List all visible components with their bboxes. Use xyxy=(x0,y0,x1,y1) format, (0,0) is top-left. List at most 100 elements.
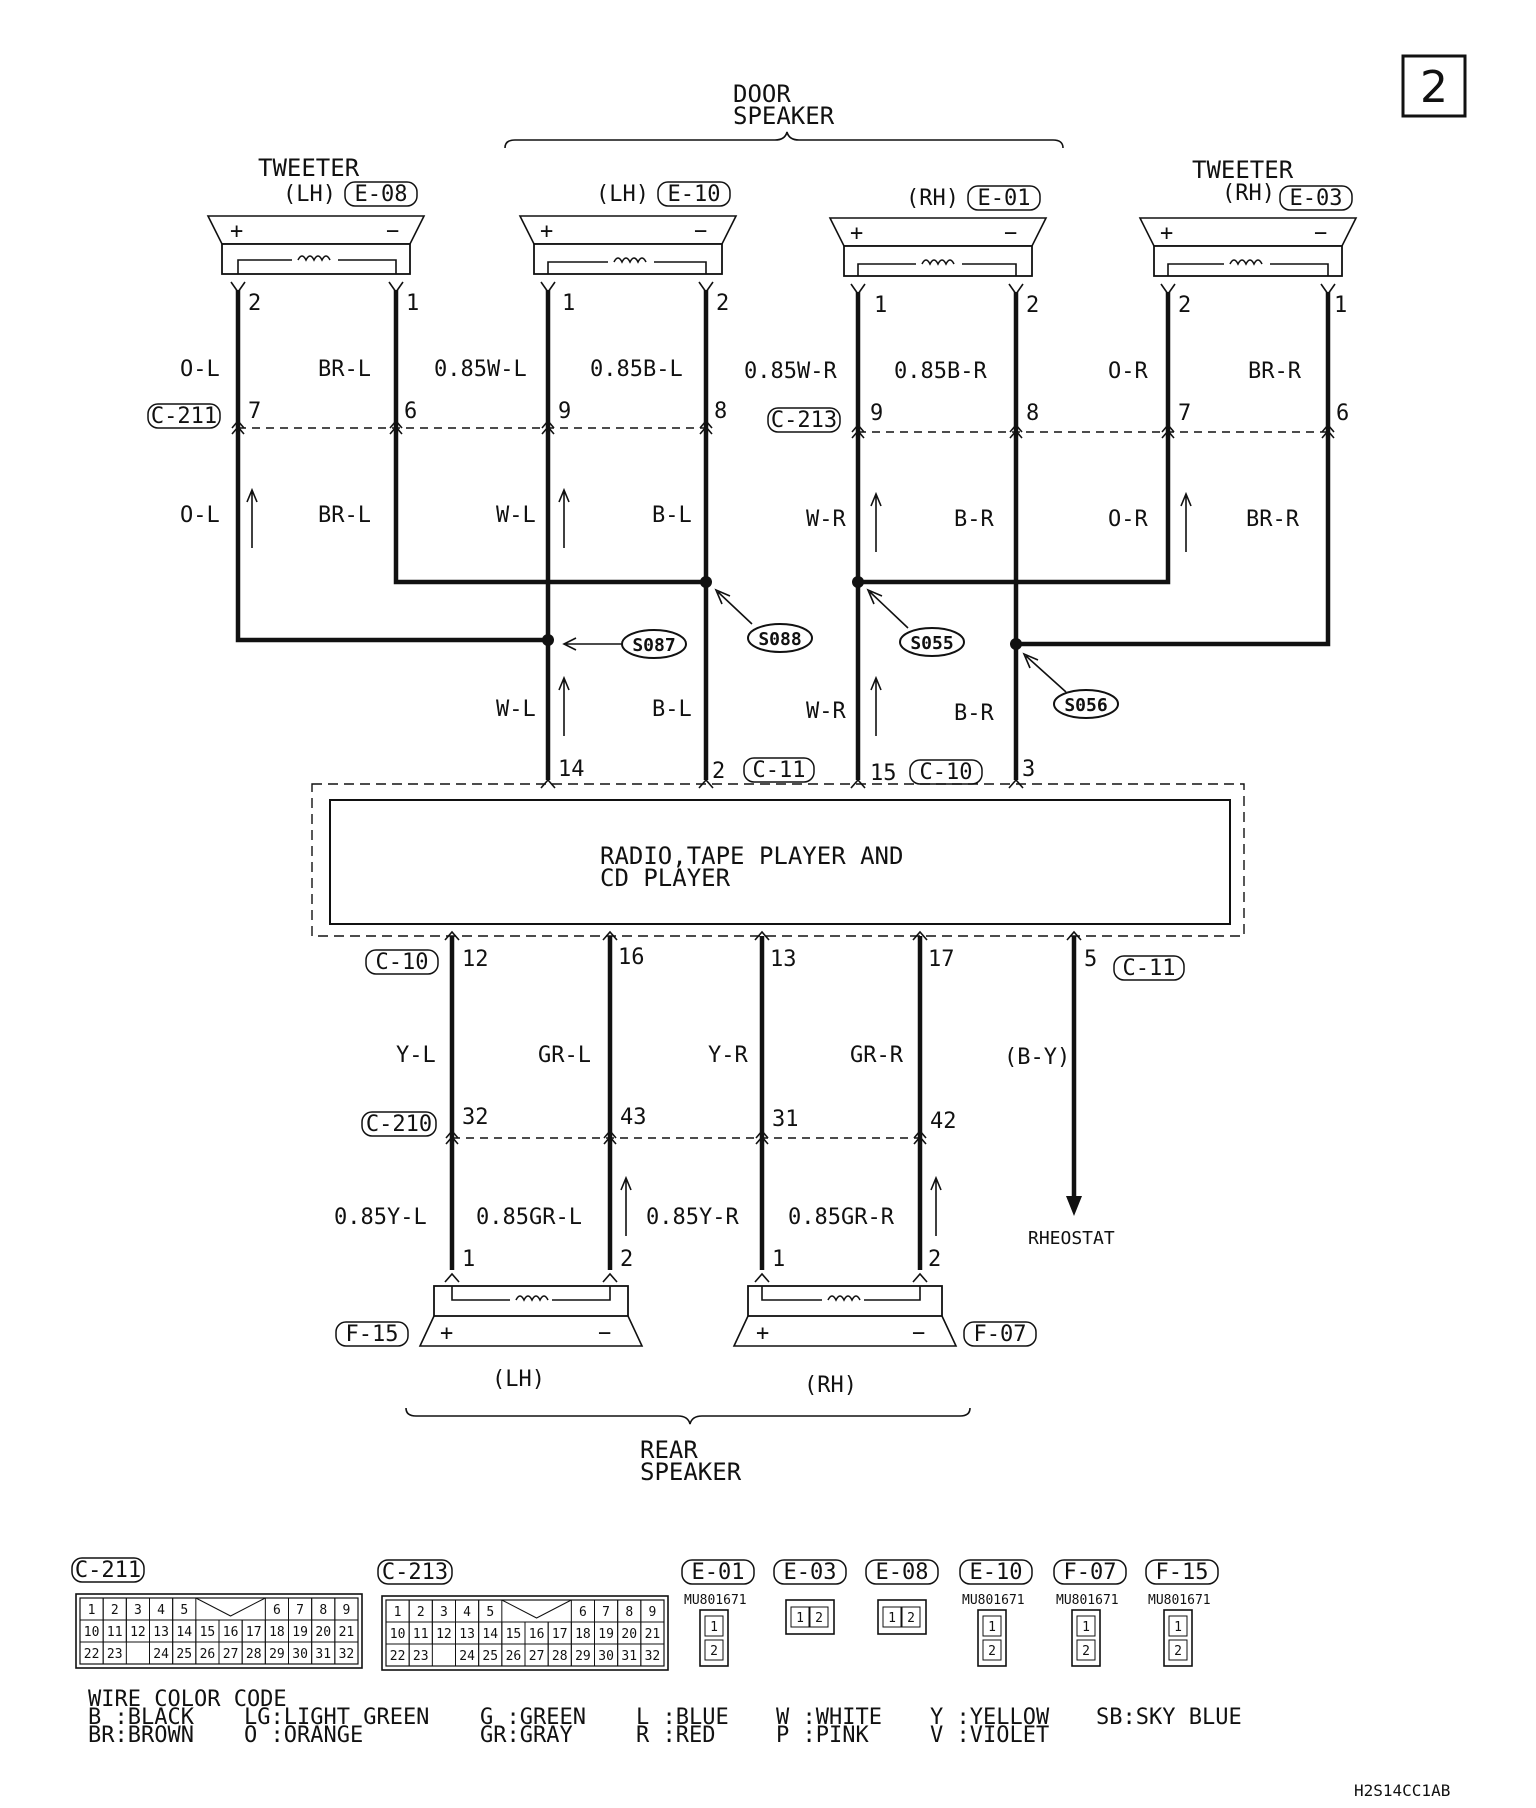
connector-pin-label: 12 xyxy=(130,1625,146,1640)
lower-wire-bottom-3: 0.85GR-R xyxy=(788,1205,895,1230)
unit-bottom-connector-c11: C-11 xyxy=(1123,956,1176,981)
svg-text:S056: S056 xyxy=(1064,695,1107,716)
c210-chevrons xyxy=(445,1129,927,1145)
connector-pin-label: 15 xyxy=(200,1625,216,1640)
connector-pin-32 xyxy=(640,1643,665,1667)
connector-pin-label: 22 xyxy=(390,1649,406,1664)
door-rh-pin-b: 2 xyxy=(1026,293,1039,318)
page-number-box xyxy=(1401,54,1467,118)
wire-color-code-entry: O :ORANGE xyxy=(244,1723,363,1748)
connector-pin-label: 17 xyxy=(246,1625,262,1640)
c210-pin-32: 32 xyxy=(462,1105,489,1130)
connector-pin-label: 30 xyxy=(598,1649,614,1664)
tweeter-lh-pin-a: 2 xyxy=(248,291,261,316)
connector-pin-label: 4 xyxy=(157,1603,165,1618)
connector-part-number: MU801671 xyxy=(962,1593,1025,1608)
connector-pin-label: 1 xyxy=(710,1620,718,1635)
wire-color-code-entry: BR:BROWN xyxy=(88,1723,194,1748)
lower-wire-label-2: Y-R xyxy=(708,1043,748,1068)
connector-pin-label: 2 xyxy=(111,1603,119,1618)
radio-unit xyxy=(329,799,1231,925)
connector-pin-label: 23 xyxy=(107,1647,123,1662)
connector-pin-label: 13 xyxy=(153,1625,169,1640)
tweeter-lh-connector-tag xyxy=(344,181,418,207)
tweeter-lh-plus: + xyxy=(230,219,243,244)
tweeter-lh-pin-b: 1 xyxy=(406,291,419,316)
connector-pin-label: 9 xyxy=(649,1605,657,1620)
door-lh-pin-a: 1 xyxy=(562,291,575,316)
splice-s088: S088 xyxy=(714,588,813,653)
connector-pin-label: 16 xyxy=(223,1625,239,1640)
connector-pin-label: 20 xyxy=(621,1627,637,1642)
connector-name: E-03 xyxy=(784,1560,837,1585)
wire-label-top-1: BR-L xyxy=(318,357,371,382)
connector-pin-label: 8 xyxy=(319,1603,327,1618)
lower-wire-bottom-0: 0.85Y-L xyxy=(334,1205,427,1230)
wire-label-top-6: O-R xyxy=(1108,359,1148,384)
rear-rh-connector: F-07 xyxy=(974,1322,1027,1347)
splice-s055: S055 xyxy=(866,588,965,657)
connector-pin-label: 1 xyxy=(988,1620,996,1635)
connector-pin-label: 15 xyxy=(506,1627,522,1642)
unit-top-pin-3: 3 xyxy=(1022,757,1035,782)
tweeter-rh-minus: − xyxy=(1314,221,1327,246)
door-lh-speaker: (LH) E-10 + − 1 2 xyxy=(518,181,738,316)
wire-label-mid-1: BR-L xyxy=(318,503,371,528)
connector-pin-label: 32 xyxy=(645,1649,661,1664)
signal-arrows-upper xyxy=(246,487,1192,736)
rear-speaker-label-1: REAR xyxy=(640,1436,698,1464)
connector-pin-label: 11 xyxy=(107,1625,123,1640)
connector-pin-label: 2 xyxy=(1174,1644,1182,1659)
lower-wire-label-3: GR-R xyxy=(850,1043,904,1068)
wire-color-code-entry: GR:GRAY xyxy=(480,1723,573,1748)
wire-label-top-7: BR-R xyxy=(1248,359,1302,384)
rear-lh-pin-a: 1 xyxy=(462,1247,475,1272)
wire-color-code-entry: R :RED xyxy=(636,1723,715,1748)
door-rh-plus: + xyxy=(850,221,863,246)
svg-text:S087: S087 xyxy=(632,635,675,656)
connector-pin-label: 22 xyxy=(84,1647,100,1662)
upper-pin-arrows xyxy=(230,281,1336,296)
unit-bottom-pin-12: 12 xyxy=(462,947,489,972)
connector-pin-label: 20 xyxy=(315,1625,331,1640)
c210-label: C-210 xyxy=(366,1112,432,1137)
connector-pin-label: 31 xyxy=(621,1649,637,1664)
lower-wire-label-1: GR-L xyxy=(538,1043,591,1068)
rear-lh-speaker: 1 2 + − F-15 (LH) xyxy=(335,1247,644,1392)
connector-pin-label: 17 xyxy=(552,1627,568,1642)
connector-pin-label: 28 xyxy=(552,1649,568,1664)
wire-color-code-entry: LG:LIGHT GREEN xyxy=(244,1705,429,1730)
wire-color-code-entry: W :WHITE xyxy=(776,1705,882,1730)
unit-bottom-pin-5: 5 xyxy=(1084,947,1097,972)
rear-lh-plus: + xyxy=(440,1321,453,1346)
connector-pin-label: 28 xyxy=(246,1647,262,1662)
connector-pin-label: 27 xyxy=(223,1647,239,1662)
splice-s056: S056 xyxy=(1022,652,1119,719)
connector-pin-label: 1 xyxy=(796,1611,804,1626)
wire-label-top-2: 0.85W-L xyxy=(434,357,527,382)
svg-text:S055: S055 xyxy=(910,633,953,654)
connector-pin-label: 2 xyxy=(710,1644,718,1659)
signal-arrows-lower xyxy=(620,1175,942,1236)
wire-label-mid-6: O-R xyxy=(1108,507,1148,532)
connector-pin-label: 1 xyxy=(1174,1620,1182,1635)
connector-pin-label: 32 xyxy=(339,1647,355,1662)
connector-pin-label: 1 xyxy=(88,1603,96,1618)
connector-pin-label: 24 xyxy=(153,1647,169,1662)
connector-pin-label: 27 xyxy=(529,1649,545,1664)
connector-pin-label: 1 xyxy=(394,1605,402,1620)
door-lh-side: (LH) xyxy=(596,182,649,207)
connector-pin-label: 13 xyxy=(459,1627,475,1642)
rear-rh-plus: + xyxy=(756,1321,769,1346)
connector-pin-label: 25 xyxy=(176,1647,192,1662)
wire-color-code-entry: G :GREEN xyxy=(480,1705,586,1730)
rear-rh-pin-a: 1 xyxy=(772,1247,785,1272)
connector-pin-label: 21 xyxy=(645,1627,661,1642)
connector-pin-label: 19 xyxy=(598,1627,614,1642)
connector-pin-label: 2 xyxy=(417,1605,425,1620)
connector-pin-label: 6 xyxy=(579,1605,587,1620)
